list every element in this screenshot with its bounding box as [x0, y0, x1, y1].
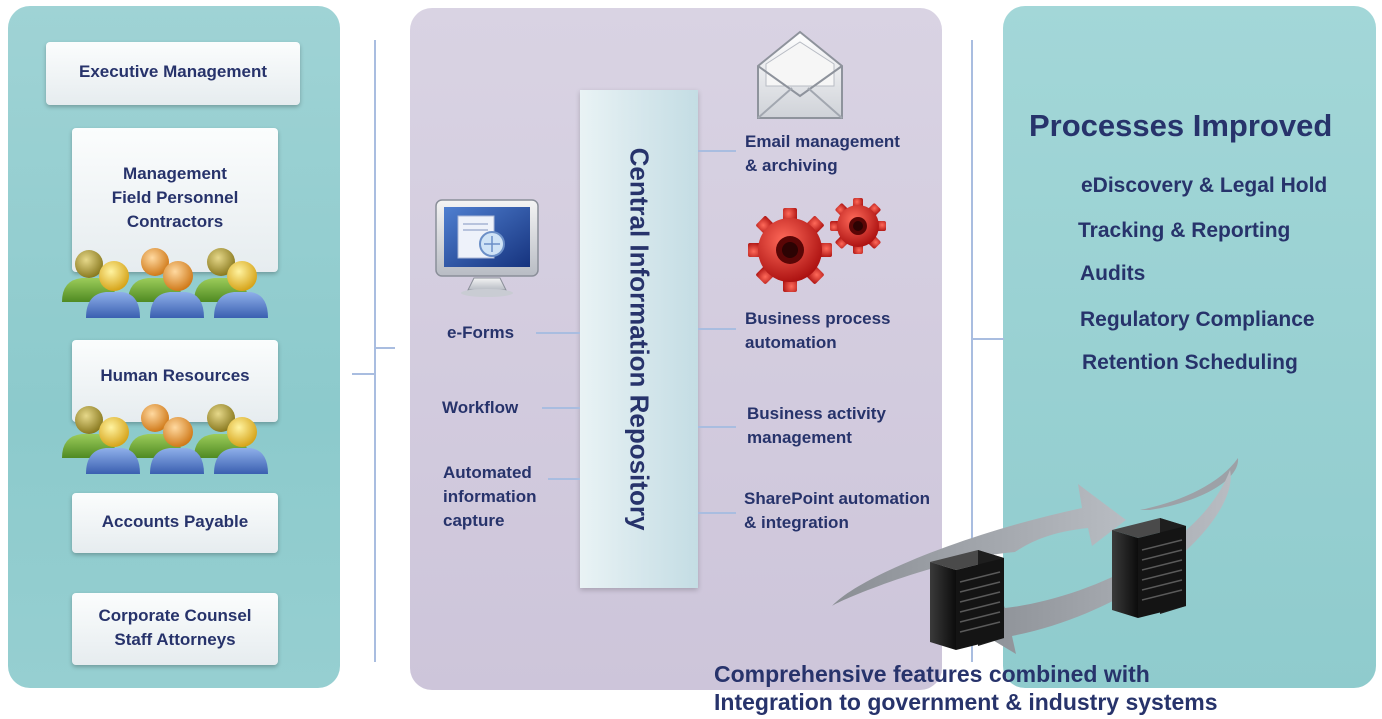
connector [698, 426, 736, 428]
role-accounts-payable: Accounts Payable [72, 493, 278, 553]
process-item: Retention Scheduling [1082, 351, 1298, 374]
process-item: eDiscovery & Legal Hold [1081, 174, 1328, 197]
feature-line: automation [745, 333, 837, 352]
role-line: Corporate Counsel [98, 606, 252, 625]
feature-line: Email management [745, 132, 900, 151]
connector [698, 328, 736, 330]
role-line: Field Personnel [111, 188, 239, 207]
feature-business-process-automation: Business process automation [745, 307, 891, 355]
feature-business-activity-management: Business activity management [747, 402, 886, 450]
process-item: Regulatory Compliance [1080, 308, 1315, 331]
gears-icon [748, 198, 886, 292]
role-human-resources: Human Resources [72, 340, 278, 422]
feature-line: SharePoint automation [744, 489, 931, 508]
email-envelope-icon [757, 30, 843, 119]
feature-line: Workflow [442, 398, 519, 417]
tagline-line: Integration to government & industry sys… [714, 689, 1218, 715]
people-group-icon [62, 404, 268, 474]
role-line: Contractors [126, 212, 224, 231]
role-line: Executive Management [78, 62, 267, 81]
role-executive-management: Executive Management [46, 42, 300, 105]
right-bracket-line [971, 40, 973, 662]
connector [542, 407, 580, 409]
feature-line: e-Forms [447, 323, 515, 342]
feature-line: capture [443, 511, 505, 530]
role-line: Staff Attorneys [114, 630, 236, 649]
server-icon [1112, 518, 1186, 618]
left-bracket-stub [375, 347, 395, 349]
feature-automated-capture: Automated information capture [443, 461, 537, 533]
processes-title: Processes Improved [1029, 108, 1333, 143]
repository-title: Central Information Repository [624, 147, 655, 531]
feature-line: & archiving [745, 156, 838, 175]
process-item: Audits [1080, 262, 1146, 285]
sync-arrows-icon [832, 458, 1239, 654]
connector [548, 478, 580, 480]
role-line: Accounts Payable [101, 512, 249, 531]
left-bracket-line [374, 40, 376, 662]
feature-line: Automated [443, 463, 532, 482]
feature-email-management: Email management & archiving [745, 130, 900, 178]
role-management-field-contractors: Management Field Personnel Contractors [72, 128, 278, 272]
feature-e-forms: e-Forms [447, 321, 514, 345]
feature-line: management [747, 428, 852, 447]
process-item: Tracking & Reporting [1078, 219, 1291, 242]
right-bracket-stub [972, 338, 1004, 340]
people-group-icon [62, 248, 268, 318]
connector [536, 332, 580, 334]
computer-monitor-icon [435, 199, 539, 297]
connector [698, 150, 736, 152]
left-bracket-stub [352, 373, 376, 375]
feature-line: information [443, 487, 537, 506]
feature-line: Business process [745, 309, 891, 328]
feature-line: Business activity [747, 404, 886, 423]
feature-workflow: Workflow [442, 396, 518, 420]
feature-sharepoint-integration: SharePoint automation & integration [744, 487, 930, 535]
feature-line: & integration [744, 513, 849, 532]
tagline: Comprehensive features combined with Int… [714, 660, 1218, 716]
role-line: Human Resources [100, 366, 250, 385]
central-repository-bar [580, 90, 698, 588]
processes-panel [1003, 6, 1376, 688]
tagline-line: Comprehensive features combined with [714, 661, 1150, 687]
role-line: Management [123, 164, 227, 183]
role-corporate-counsel: Corporate Counsel Staff Attorneys [72, 593, 278, 665]
connector [698, 512, 736, 514]
server-icon [930, 550, 1004, 650]
